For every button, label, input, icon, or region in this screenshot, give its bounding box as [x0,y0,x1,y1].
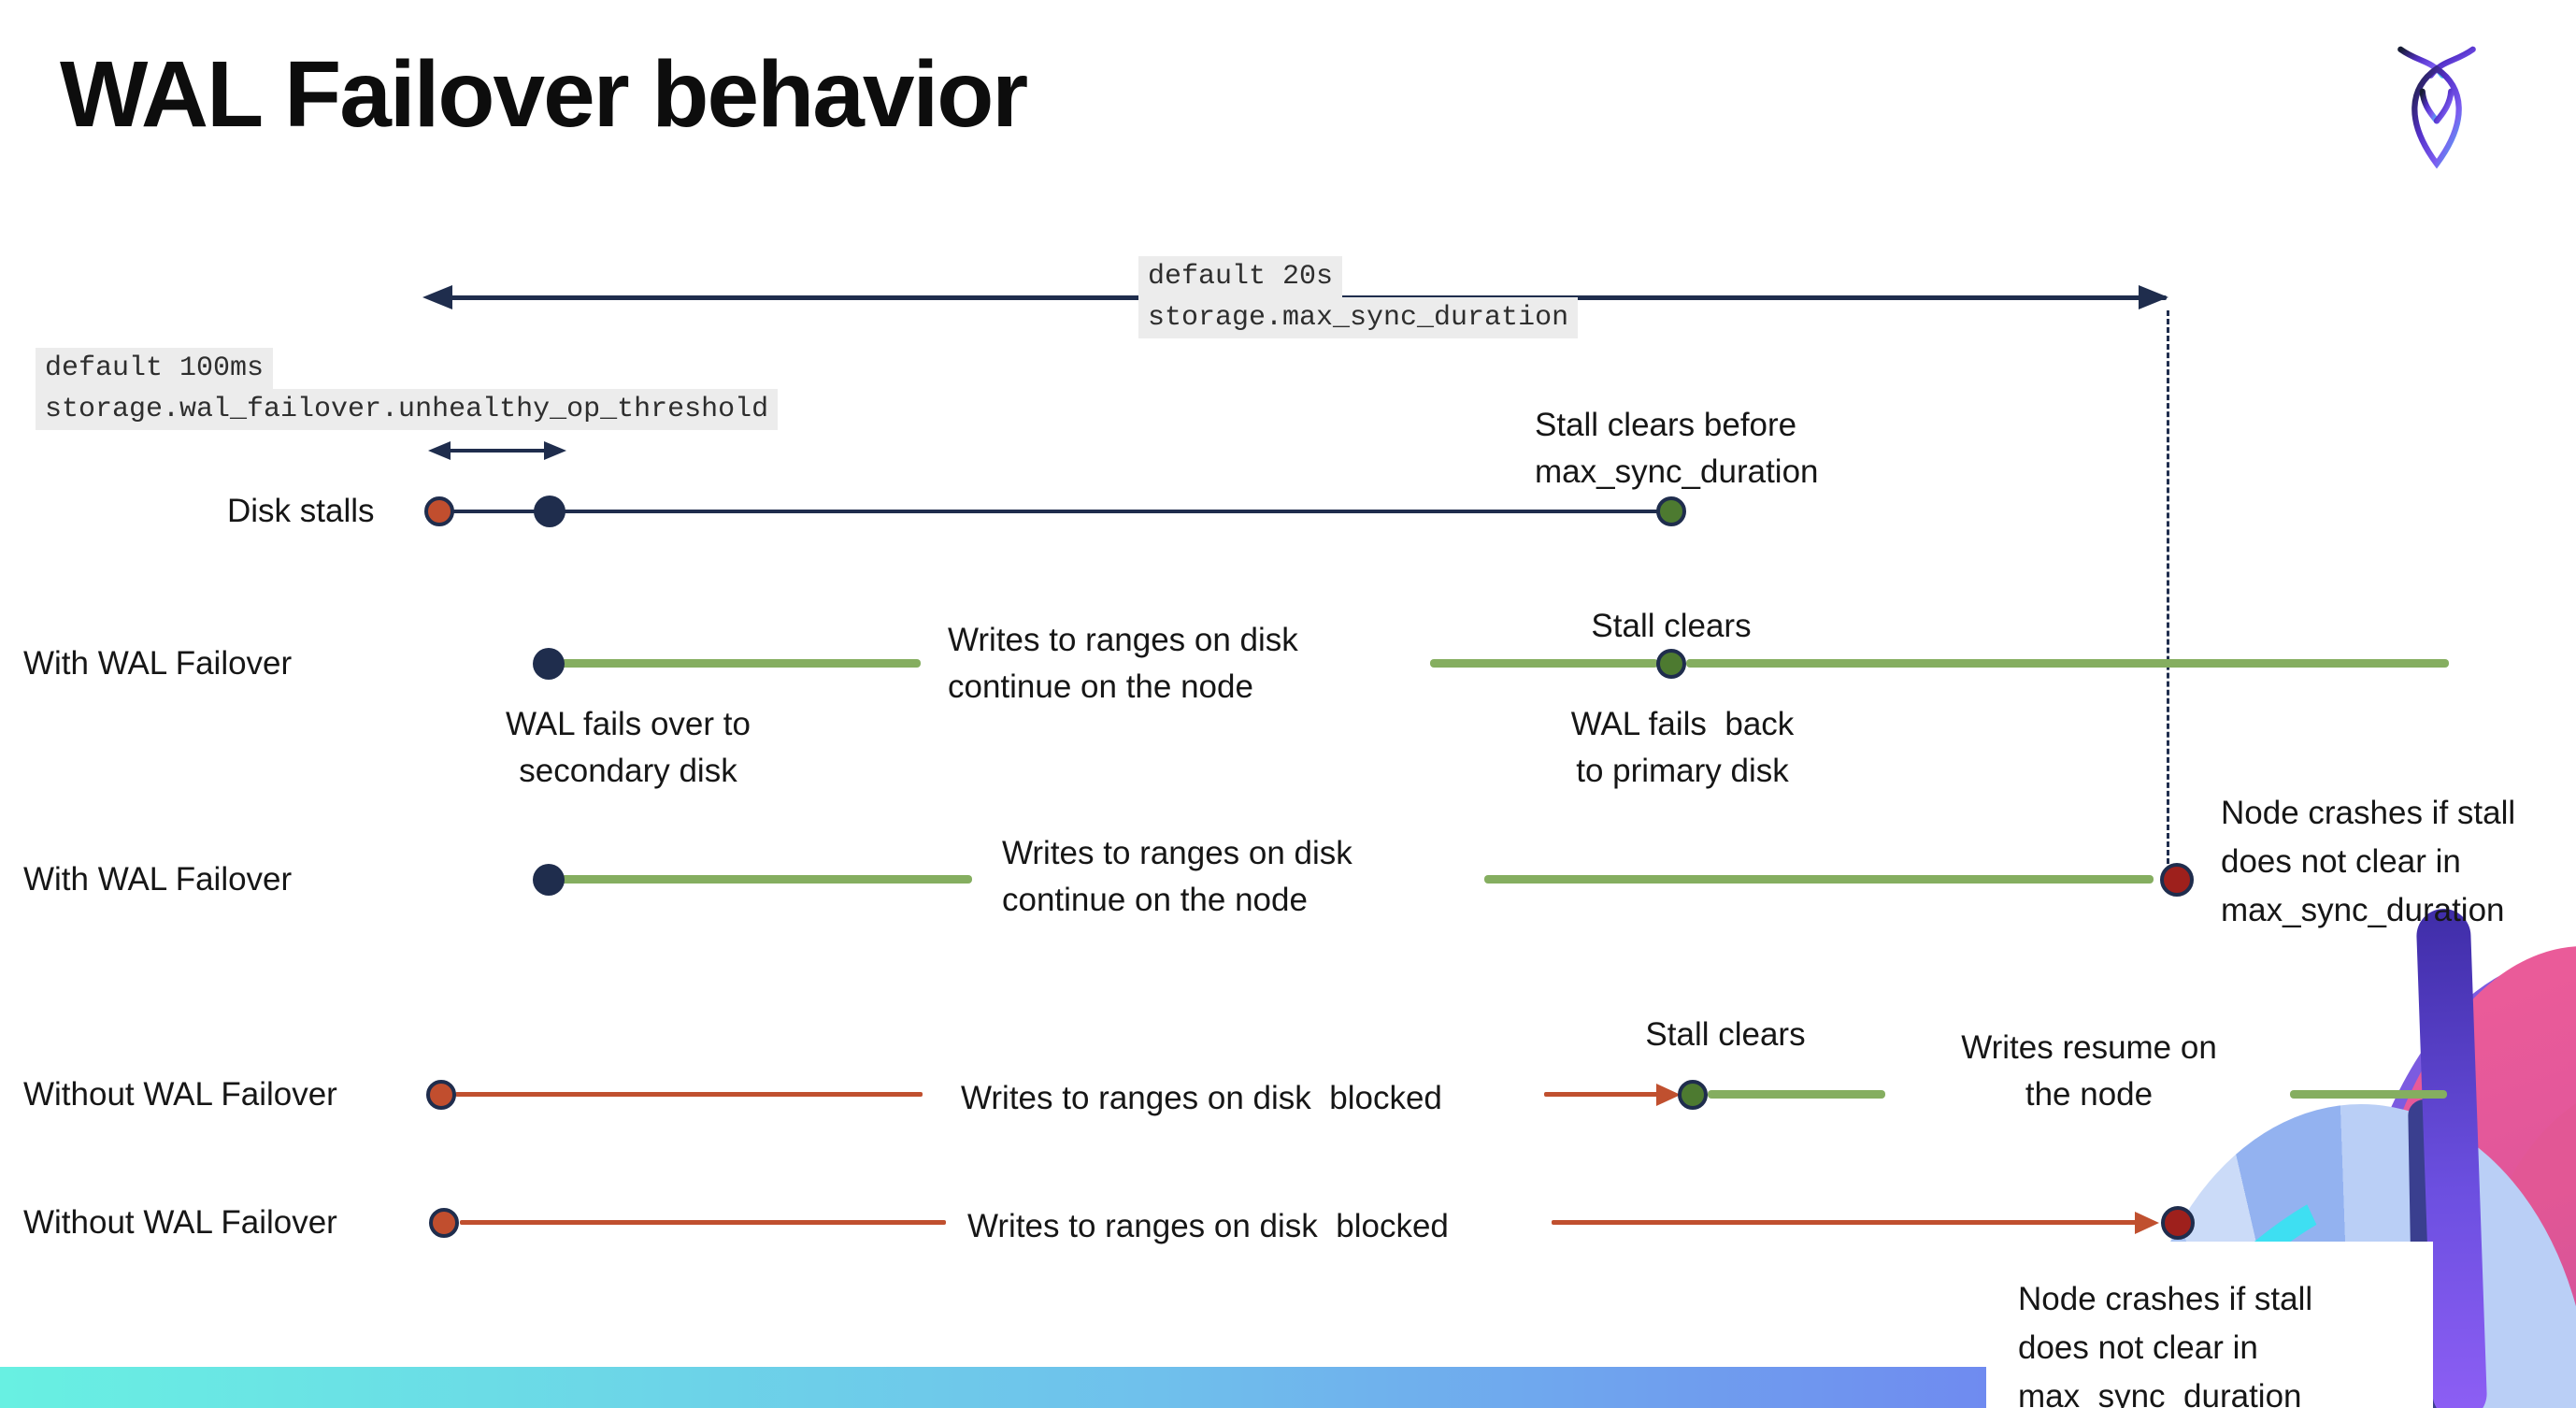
writes-continue-line-1 [561,659,921,668]
stall-clears-label-2: Stall clears [1645,1016,1806,1053]
fails-back-note: WAL fails back to primary disk [1570,706,1795,789]
writes-continue-line-2 [1430,659,1658,668]
writes-continue-line-5 [1484,875,2154,884]
node-crash-dot-1 [2160,863,2194,897]
failover-dot [533,648,565,680]
disk-stall-start-dot [424,496,454,526]
stall-clears-dot [1656,496,1686,526]
writes-blocked-line-4 [1552,1220,2140,1225]
max-sync-deadline-dashed-line [2167,310,2169,864]
row-label-with-wal-failover-1: With WAL Failover [23,645,293,682]
arrowhead-right-icon [2139,285,2168,309]
writes-blocked-line-3 [460,1220,946,1225]
writes-blocked-note-1: Writes to ranges on disk blocked [961,1080,1442,1116]
writes-resume-line-1 [1708,1090,1885,1099]
threshold-arrowhead-right-icon [544,441,566,460]
max-sync-setting-label: storage.max_sync_duration [1138,297,1579,338]
threshold-arrowhead-left-icon [428,441,451,460]
writes-continue-line-4 [561,875,972,884]
stall-start-dot-2 [429,1208,459,1238]
stall-clears-label-1: Stall clears [1591,608,1752,644]
row-label-with-wal-failover-2: With WAL Failover [23,861,293,898]
stall-clears-dot-2 [1678,1080,1708,1110]
failover-dot-2 [533,864,565,896]
row-label-disk-stalls: Disk stalls [227,493,375,529]
cockroachdb-logo-icon [2395,43,2479,175]
writes-continue-note-1: Writes to ranges on disk continue on the… [948,622,1298,705]
writes-continue-note-2: Writes to ranges on disk continue on the… [1002,835,1352,918]
node-crash-dot-2 [2161,1206,2195,1240]
node-crash-note-1: Node crashes if stall does not clear in … [2221,795,2516,928]
threshold-arrow-line [447,449,546,453]
crash-callout-box: Node crashes if stall does not clear in … [1986,1242,2433,1408]
page-title: WAL Failover behavior [60,42,1028,147]
failback-stall-clears-dot [1656,649,1686,679]
writes-blocked-line-1 [455,1092,923,1097]
writes-blocked-note-2: Writes to ranges on disk blocked [967,1208,1449,1244]
disk-stalls-timeline [439,510,1671,513]
row-label-without-wal-failover-1: Without WAL Failover [23,1076,337,1113]
arrowhead-left-icon [422,285,452,309]
blocked-arrowhead-icon-1 [1656,1084,1681,1106]
row-label-without-wal-failover-2: Without WAL Failover [23,1204,337,1241]
stall-start-dot-1 [426,1080,456,1110]
threshold-reached-dot [534,496,565,527]
writes-blocked-line-2 [1544,1092,1664,1097]
blocked-arrowhead-icon-2 [2135,1212,2159,1234]
threshold-default-label: default 100ms [36,348,274,389]
node-crash-note-2: Node crashes if stall does not clear in … [2018,1281,2313,1408]
max-sync-default-label: default 20s [1138,256,1343,297]
writes-resume-note: Writes resume on the node [1961,1029,2217,1113]
writes-resume-line-2 [2290,1090,2447,1099]
writes-continue-line-3 [1686,659,2449,668]
fails-over-note: WAL fails over to secondary disk [506,706,751,789]
threshold-setting-label: storage.wal_failover.unhealthy_op_thresh… [36,389,779,430]
stall-clears-before-note: Stall clears before max_sync_duration [1535,407,1819,490]
